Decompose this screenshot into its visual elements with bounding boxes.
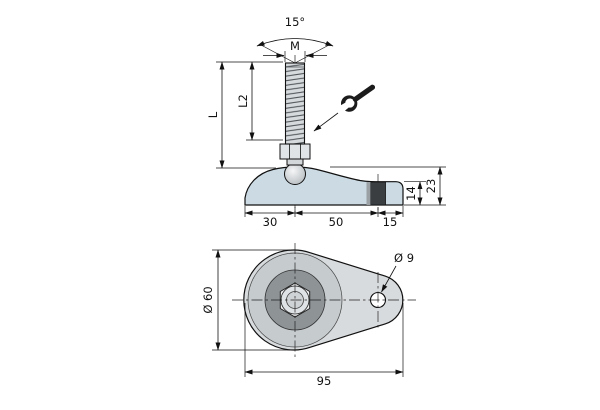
plan-view: Ø 60 Ø 9 95 (201, 243, 416, 388)
angle-label: 15° (285, 15, 305, 29)
angle-leg-right (294, 44, 330, 64)
ball-joint (284, 163, 306, 185)
leader-line (381, 265, 397, 293)
dim-14-label: 14 (404, 186, 418, 201)
mounting-hole-band (370, 181, 386, 206)
hex-nut-side (279, 143, 311, 160)
angle-arc (256, 38, 334, 47)
wrench-pointer-arrow (313, 112, 339, 132)
dim-23-label: 23 (424, 179, 438, 194)
dim-95-label: 95 (317, 374, 332, 388)
stud-thread (284, 62, 306, 145)
dim-d60-label: Ø 60 (201, 286, 215, 313)
dim-l-label: L (206, 111, 220, 118)
dim-50-label: 50 (329, 215, 344, 229)
dim-d9-label: Ø 9 (394, 251, 414, 265)
nut-collar (286, 158, 304, 166)
dim-30-label: 30 (263, 215, 278, 229)
wrench-icon (340, 84, 376, 112)
mounting-hole-band-edge (366, 182, 371, 205)
dim-15-label: 15 (383, 215, 398, 229)
wrench-handle (352, 84, 376, 102)
side-view: 15° M L2 L 30 50 15 14 23 (206, 15, 446, 229)
thread-size-label: M (290, 39, 300, 53)
dim-l2-label: L2 (236, 94, 250, 108)
